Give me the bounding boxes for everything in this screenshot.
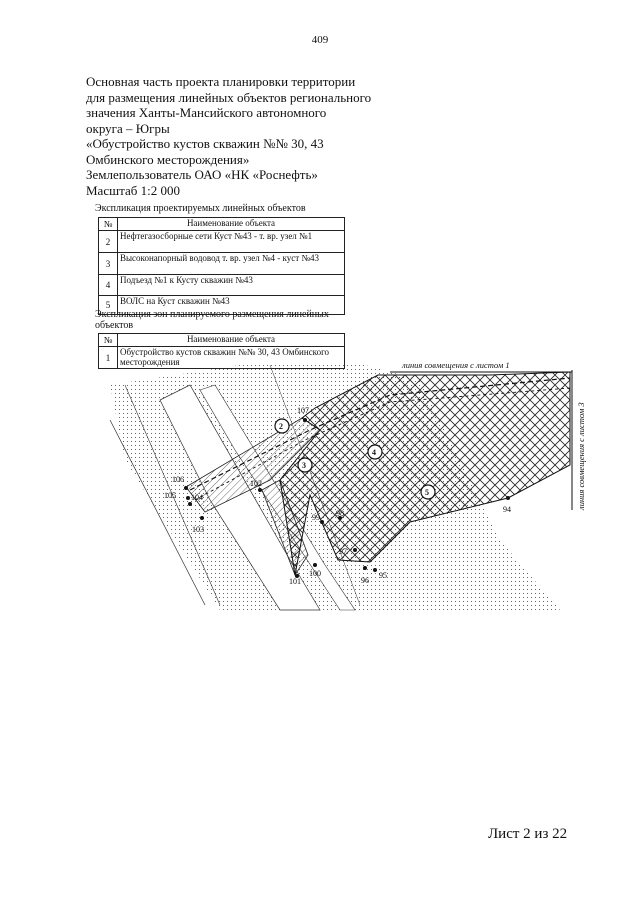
row-name: Подъезд №1 к Кусту скважин №43 xyxy=(117,274,345,296)
point-label: 94 xyxy=(503,505,511,514)
title-line: «Обустройство кустов скважин №№ 30, 43 xyxy=(86,136,324,151)
object-marker-5: 5 xyxy=(420,484,436,500)
point-label: 96 xyxy=(361,576,369,585)
table-header: № Наименование объекта xyxy=(98,333,345,347)
row-name: Высоконапорный водовод т. вр. узел №4 - … xyxy=(117,252,345,275)
header-name: Наименование объекта xyxy=(117,217,345,231)
boundary-line xyxy=(109,419,206,606)
object-marker-3: 3 xyxy=(297,457,313,473)
land-user: Землепользователь ОАО «НК «Роснефть» xyxy=(86,167,318,182)
table-row: 4 Подъезд №1 к Кусту скважин №43 xyxy=(98,274,345,296)
point-label: 97 xyxy=(339,547,347,556)
edge-label-right: линия совмещения с листом 3 xyxy=(576,402,586,511)
survey-points xyxy=(184,418,510,578)
object-marker-2: 2 xyxy=(274,418,290,434)
row-num: 4 xyxy=(98,274,118,296)
table-row: 3 Высоконапорный водовод т. вр. узел №4 … xyxy=(98,252,345,275)
title-line: Основная часть проекта планировки террит… xyxy=(86,74,356,89)
table-header: № Наименование объекта xyxy=(98,217,345,231)
point-label: 95 xyxy=(379,571,387,580)
caption-line: Экспликация зон планируемого размещения … xyxy=(95,309,329,320)
row-name: ВОЛС на Куст скважин №43 xyxy=(117,295,345,315)
pipeline-dashed xyxy=(189,377,571,491)
row-num: 2 xyxy=(98,230,118,253)
point-label: 99 xyxy=(312,513,320,522)
point-label: 98 xyxy=(336,509,344,518)
site-plan-map: линия совмещения с листом 1 линия совмещ… xyxy=(109,360,586,611)
point-label: 102 xyxy=(250,479,262,488)
title-line: Омбинского месторождения» xyxy=(86,151,250,167)
sheet-number: Лист 2 из 22 xyxy=(488,826,568,842)
planned-zone xyxy=(279,371,571,576)
svg-text:5: 5 xyxy=(425,488,429,497)
point-label: 107 xyxy=(297,406,309,415)
point-label: 103 xyxy=(192,525,204,534)
edge-label-top: линия совмещения с листом 1 xyxy=(401,360,510,370)
point-label: 106 xyxy=(172,475,184,484)
svg-text:4: 4 xyxy=(372,448,376,457)
table2-caption: Экспликация зон планируемого размещения … xyxy=(95,309,329,331)
header-num: № xyxy=(98,217,118,231)
table-row: 2 Нефтегазосборные сети Куст №43 - т. вр… xyxy=(98,230,345,253)
row-num: 3 xyxy=(98,252,118,275)
page-number: 409 xyxy=(311,34,329,46)
table1-caption: Экспликация проектируемых линейных объек… xyxy=(95,203,306,214)
pipeline-dashed xyxy=(194,387,571,501)
scale-label: Масштаб 1:2 000 xyxy=(86,182,180,198)
point-label: 101 xyxy=(289,577,301,586)
document-title: Основная часть проекта планировки террит… xyxy=(86,74,386,198)
linear-objects-table: № Наименование объекта 2 Нефтегазосборны… xyxy=(98,217,345,315)
point-label: 105 xyxy=(164,491,176,500)
row-name: Нефтегазосборные сети Куст №43 - т. вр. … xyxy=(117,230,345,253)
point-label: 104 xyxy=(191,493,203,502)
svg-text:2: 2 xyxy=(279,422,283,431)
boundary-line xyxy=(124,384,221,606)
svg-text:3: 3 xyxy=(302,461,306,470)
title-line: для размещения линейных объектов региона… xyxy=(86,89,372,105)
title-line: значения Ханты-Мансийского автономного xyxy=(86,105,327,120)
caption-line: объектов xyxy=(95,320,134,331)
title-line: округа – Югры xyxy=(86,120,170,136)
table-row: 5 ВОЛС на Куст скважин №43 xyxy=(98,295,345,315)
point-label: 100 xyxy=(309,569,321,578)
object-marker-4: 4 xyxy=(367,444,383,460)
